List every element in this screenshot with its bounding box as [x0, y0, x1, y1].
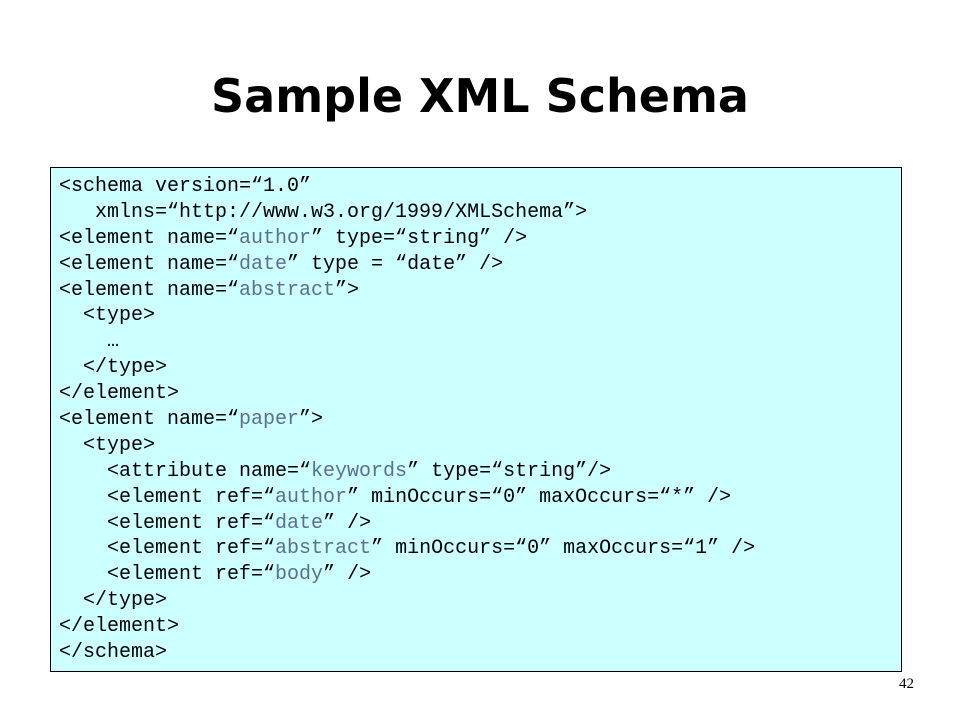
code-text: <element name=“: [59, 252, 240, 276]
code-line: <schema version=“1.0”: [59, 174, 901, 200]
code-text: </element>: [59, 615, 180, 639]
code-text: <schema version=“1.0”: [59, 175, 312, 198]
code-listing: <schema version=“1.0” xmlns=“http://www.…: [50, 167, 902, 672]
code-text: ” />: [323, 511, 372, 535]
code-line: <element name=“author” type=“string” />: [59, 226, 901, 252]
code-text: ” type=“string” />: [311, 226, 528, 250]
code-text: <attribute name=“: [59, 459, 312, 483]
code-text: <element name=“: [59, 226, 240, 250]
code-text: </schema>: [59, 641, 168, 665]
code-line: <element ref=“author” minOccurs=“0” maxO…: [59, 485, 901, 511]
code-identifier: paper: [239, 408, 300, 432]
code-line: </type>: [59, 588, 901, 614]
code-text: <type>: [59, 304, 156, 328]
code-line: </element>: [59, 381, 901, 407]
slide-title: Sample XML Schema: [211, 69, 749, 123]
code-identifier: date: [239, 252, 288, 276]
code-line: <attribute name=“keywords” type=“string”…: [59, 459, 901, 485]
code-text: <element name=“: [59, 408, 240, 432]
code-text: ”>: [299, 408, 324, 432]
code-line: <element ref=“abstract” minOccurs=“0” ma…: [59, 536, 901, 562]
code-text: ” minOccurs=“0” maxOccurs=“1” />: [371, 537, 756, 561]
code-line: <element name=“date” type = “date” />: [59, 252, 901, 278]
code-text: <element name=“: [59, 278, 240, 302]
code-text: …: [59, 330, 120, 354]
code-line: </element>: [59, 614, 901, 640]
code-text: <type>: [59, 433, 156, 457]
code-text: ” minOccurs=“0” maxOccurs=“*” />: [347, 485, 732, 509]
code-identifier: author: [275, 485, 348, 509]
code-line: <element ref=“date” />: [59, 511, 901, 537]
code-line: <type>: [59, 303, 901, 329]
code-text: <element ref=“: [59, 485, 276, 509]
code-line: xmlns=“http://www.w3.org/1999/XMLSchema”…: [59, 200, 901, 226]
code-text: ” type = “date” />: [287, 252, 504, 276]
code-line: </schema>: [59, 640, 901, 666]
code-line: </type>: [59, 355, 901, 381]
code-text: ” type=“string”/>: [407, 459, 612, 483]
code-identifier: date: [275, 511, 324, 535]
code-text: <element ref=“: [59, 537, 276, 561]
code-identifier: body: [275, 563, 324, 587]
code-line: <element name=“abstract”>: [59, 278, 901, 304]
code-text: <element ref=“: [59, 511, 276, 535]
code-identifier: author: [239, 226, 312, 250]
code-text: </element>: [59, 382, 180, 406]
code-text: ”>: [335, 278, 360, 302]
code-identifier: abstract: [275, 537, 372, 561]
code-line: <element name=“paper”>: [59, 407, 901, 433]
code-identifier: keywords: [311, 459, 408, 483]
code-text: </type>: [59, 356, 168, 380]
code-text: </type>: [59, 589, 168, 613]
page-number: 42: [899, 676, 914, 692]
code-line: <element ref=“body” />: [59, 562, 901, 588]
code-identifier: abstract: [239, 278, 336, 302]
code-text: xmlns=“http://www.w3.org/1999/XMLSchema”…: [59, 200, 588, 224]
code-text: <element ref=“: [59, 563, 276, 587]
code-line: <type>: [59, 433, 901, 459]
code-line: …: [59, 329, 901, 355]
code-text: ” />: [323, 563, 372, 587]
